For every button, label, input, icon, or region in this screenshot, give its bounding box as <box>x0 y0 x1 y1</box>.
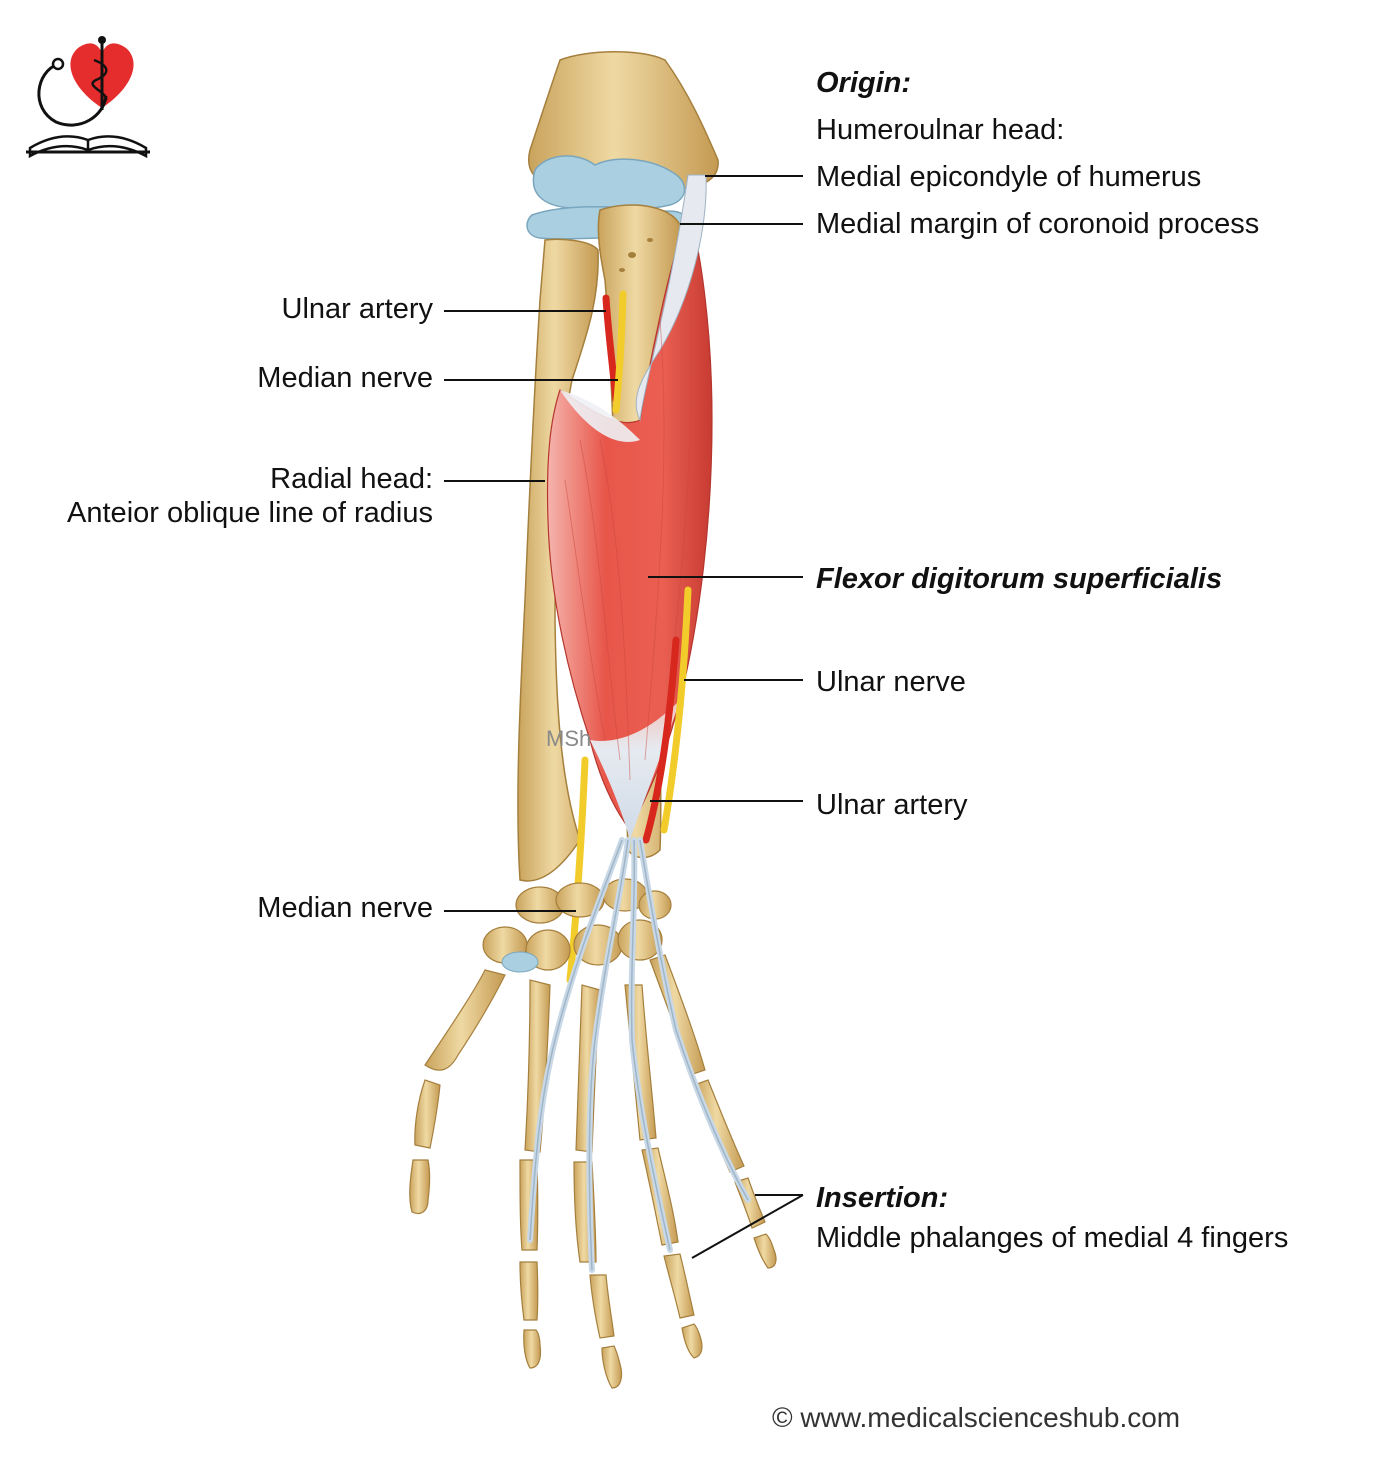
vessels-distal <box>566 586 692 984</box>
radial-head-desc-label: Anteior oblique line of radius <box>67 497 433 529</box>
logo <box>26 36 150 159</box>
leader-insertion-b <box>691 1194 804 1259</box>
radial-head-label: Radial head: <box>270 463 433 495</box>
medial-epicondyle-label: Medial epicondyle of humerus <box>816 161 1202 193</box>
logo-stethoscope-icon <box>37 62 108 127</box>
ulnar-artery-bottom-label: Ulnar artery <box>816 789 968 821</box>
ulnar-nerve-label: Ulnar nerve <box>816 666 966 698</box>
muscle-name-label: Flexor digitorum superficialis <box>816 563 1223 595</box>
watermark: MSh <box>546 726 592 751</box>
radius <box>517 238 599 882</box>
copyright-text: © www.medicalscienceshub.com <box>772 1402 1181 1433</box>
ulnar-artery-top-label: Ulnar artery <box>281 293 434 325</box>
humeroulnar-head-label: Humeroulnar head: <box>816 114 1065 146</box>
metacarpals-phalanges <box>409 954 777 1389</box>
leader-lines <box>444 175 804 1259</box>
median-nerve-bottom-label: Median nerve <box>257 892 433 924</box>
vessels-proximal <box>602 290 627 414</box>
insertion-desc-label: Middle phalanges of medial 4 fingers <box>816 1222 1289 1254</box>
origin-title: Origin: <box>816 67 912 99</box>
median-nerve-top-label: Median nerve <box>257 362 433 394</box>
coronoid-label: Medial margin of coronoid process <box>816 208 1260 240</box>
insertion-title: Insertion: <box>816 1182 949 1214</box>
